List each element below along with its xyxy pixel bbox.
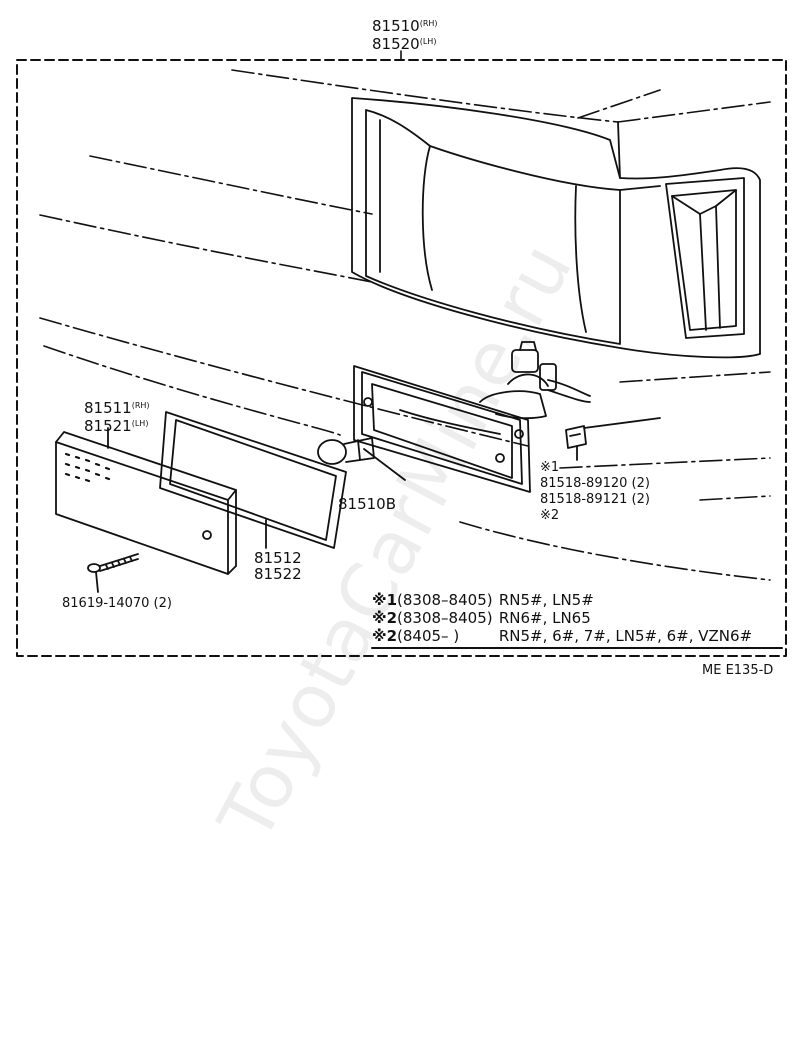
note-dates: (8308–8405) [397,591,493,609]
socket-part-b: 81518-89121 (2) [540,492,650,507]
bulb [317,437,406,481]
socket-mark-2: ※2 [540,508,560,523]
figure-id: ME E135-D [702,663,774,678]
note-models: RN5#, 6#, 7#, LN5#, 6#, VZN6# [498,627,753,645]
screw [87,553,139,593]
note-models: RN6#, LN65 [498,609,591,627]
bulb-socket [511,341,557,391]
gasket-part-a: 81512 [254,549,302,567]
gasket [159,411,347,549]
bulb-label: 81510B [338,495,397,513]
assembly-label: 81510(RH) 81520(LH) [372,16,438,52]
headlamp-housing [351,97,761,359]
socket-mark-1: ※1 [540,460,560,475]
lens-tag-rh: (RH) [131,401,150,410]
lens-part-lh: 81521 [84,417,132,435]
socket-part-a: 81518-89120 (2) [540,476,650,491]
note-dates: (8405– ) [397,627,460,645]
lamp-assembly [353,365,591,493]
assembly-part-lh: 81520 [372,35,420,53]
lens-tag-lh: (LH) [131,419,149,428]
gasket-part-b: 81522 [254,565,302,583]
assembly-part-rh: 81510 [372,17,420,35]
note-row: ※1(8308–8405) RN5#, LN5# [372,591,594,609]
note-models: RN5#, LN5# [498,591,594,609]
note-dates: (8308–8405) [397,609,493,627]
lens-reflector-dots [64,452,111,483]
note-mark: ※1 [372,591,398,609]
gasket-label: 81512 81522 [254,550,302,582]
assembly-tag-lh: (LH) [419,37,437,46]
note-mark: ※2 [372,609,398,627]
note-row: ※2(8308–8405) RN6#, LN65 [372,609,591,627]
lens [55,427,237,575]
lens-part-rh: 81511 [84,399,132,417]
assembly-tag-rh: (RH) [419,19,438,28]
note-row: ※2(8405– ) RN5#, 6#, 7#, LN5#, 6#, VZN6# [372,627,752,645]
note-mark: ※2 [372,627,398,645]
clip-81518 [565,417,661,461]
car-body-outline [39,69,771,581]
screw-label: 81619-14070 (2) [62,596,172,611]
socket-label: ※1 81518-89120 (2) 81518-89121 (2) ※2 [540,460,650,524]
lens-label: 81511(RH) 81521(LH) [84,398,150,434]
